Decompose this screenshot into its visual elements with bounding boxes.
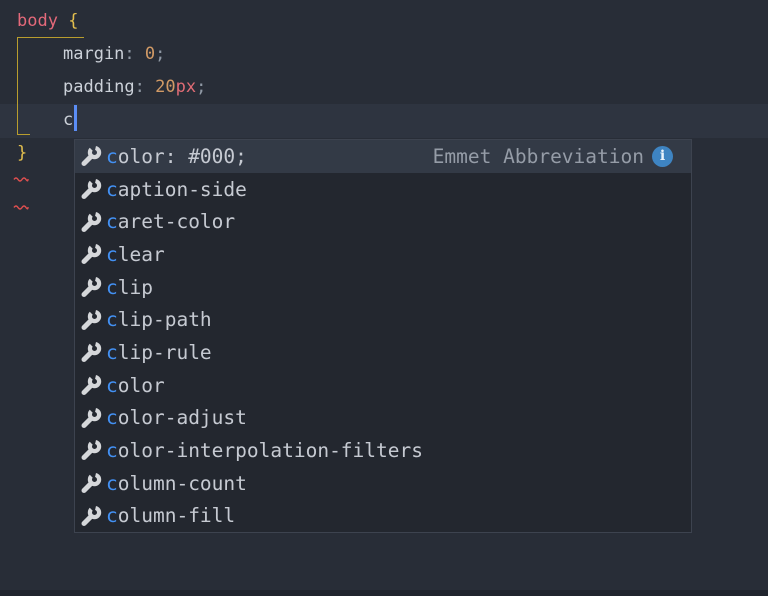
- match-highlight: c: [106, 242, 118, 266]
- code-line[interactable]: }: [0, 137, 206, 170]
- suggestion-item[interactable]: caption-side: [75, 173, 691, 206]
- suggestion-label: color: #000;: [106, 144, 247, 168]
- code-line[interactable]: body {: [0, 5, 206, 38]
- code-token: }: [17, 143, 28, 163]
- wrench-icon: [79, 438, 103, 462]
- error-squiggle-icon: [13, 167, 29, 182]
- match-highlight: c: [106, 340, 118, 364]
- match-highlight: c: [106, 504, 118, 528]
- code-token: 0: [144, 44, 156, 64]
- suggestion-item[interactable]: color: #000; Emmet Abbreviation i: [75, 140, 691, 173]
- code-token: padding: [63, 77, 135, 97]
- suggestion-detail: Emmet Abbreviation: [432, 144, 644, 168]
- suggestion-item[interactable]: column-fill: [75, 499, 691, 532]
- code-token: 20: [155, 77, 176, 97]
- match-highlight: c: [106, 177, 118, 201]
- code-token: ;: [196, 77, 207, 97]
- wrench-icon: [79, 340, 103, 364]
- match-highlight: c: [106, 406, 118, 430]
- wrench-icon: [79, 373, 103, 397]
- suggestion-label: caret-color: [106, 210, 236, 234]
- code-token: {: [68, 11, 79, 31]
- wrench-icon: [79, 504, 103, 528]
- match-highlight: c: [106, 373, 118, 397]
- suggestion-item[interactable]: caret-color: [75, 205, 691, 238]
- autocomplete-dropdown: color: #000; Emmet Abbreviation i caption-s…: [74, 139, 692, 533]
- match-highlight: c: [106, 210, 118, 234]
- current-line-highlight: [0, 104, 768, 138]
- code-line[interactable]: padding: 20px;: [0, 71, 206, 104]
- code-area[interactable]: body {margin: 0;padding: 20px;c}: [0, 5, 206, 170]
- suggestion-label: clip-path: [106, 308, 212, 332]
- match-highlight: c: [106, 471, 118, 495]
- suggestion-label: clear: [106, 242, 165, 266]
- info-icon[interactable]: i: [652, 145, 673, 167]
- code-token: [145, 77, 155, 97]
- wrench-icon: [79, 210, 103, 234]
- code-line[interactable]: c: [0, 104, 206, 137]
- code-token: :: [134, 77, 145, 97]
- wrench-icon: [79, 471, 103, 495]
- bracket-guide-foot: [17, 134, 30, 135]
- suggestion-item[interactable]: clip: [75, 271, 691, 304]
- suggestion-item[interactable]: column-count: [75, 467, 691, 500]
- code-token: ;: [155, 44, 166, 64]
- code-token: [135, 44, 145, 64]
- text-cursor: [74, 105, 77, 131]
- suggestion-label: caption-side: [106, 177, 247, 201]
- bracket-guide-vertical: [17, 37, 18, 135]
- suggestion-label: column-count: [106, 471, 247, 495]
- code-token: px: [175, 77, 197, 97]
- wrench-icon: [79, 406, 103, 430]
- code-token: :: [124, 44, 135, 64]
- bottom-panel-edge: [0, 590, 768, 596]
- code-token: [58, 11, 68, 31]
- suggestion-label: color-adjust: [106, 406, 247, 430]
- wrench-icon: [79, 242, 103, 266]
- suggestion-item[interactable]: clear: [75, 238, 691, 271]
- suggestion-label: clip: [106, 275, 153, 299]
- error-squiggle-icon: [13, 195, 29, 210]
- suggestion-label: column-fill: [106, 504, 236, 528]
- match-highlight: c: [106, 275, 118, 299]
- suggestion-item[interactable]: color: [75, 369, 691, 402]
- wrench-icon: [79, 308, 103, 332]
- code-line[interactable]: margin: 0;: [0, 38, 206, 71]
- suggestion-label: color: [106, 373, 165, 397]
- match-highlight: c: [106, 144, 118, 168]
- wrench-icon: [79, 177, 103, 201]
- match-highlight: c: [106, 308, 118, 332]
- wrench-icon: [79, 144, 103, 168]
- suggestion-item[interactable]: color-adjust: [75, 401, 691, 434]
- code-token: c: [63, 110, 74, 130]
- wrench-icon: [79, 275, 103, 299]
- code-token: margin: [63, 44, 125, 64]
- bracket-guide-top: [17, 37, 84, 38]
- suggestion-item[interactable]: color-interpolation-filters: [75, 434, 691, 467]
- match-highlight: c: [106, 438, 118, 462]
- suggestion-item[interactable]: clip-rule: [75, 336, 691, 369]
- suggestion-label: color-interpolation-filters: [106, 438, 423, 462]
- suggestion-label: clip-rule: [106, 340, 212, 364]
- code-token: body: [17, 11, 58, 31]
- suggestion-item[interactable]: clip-path: [75, 303, 691, 336]
